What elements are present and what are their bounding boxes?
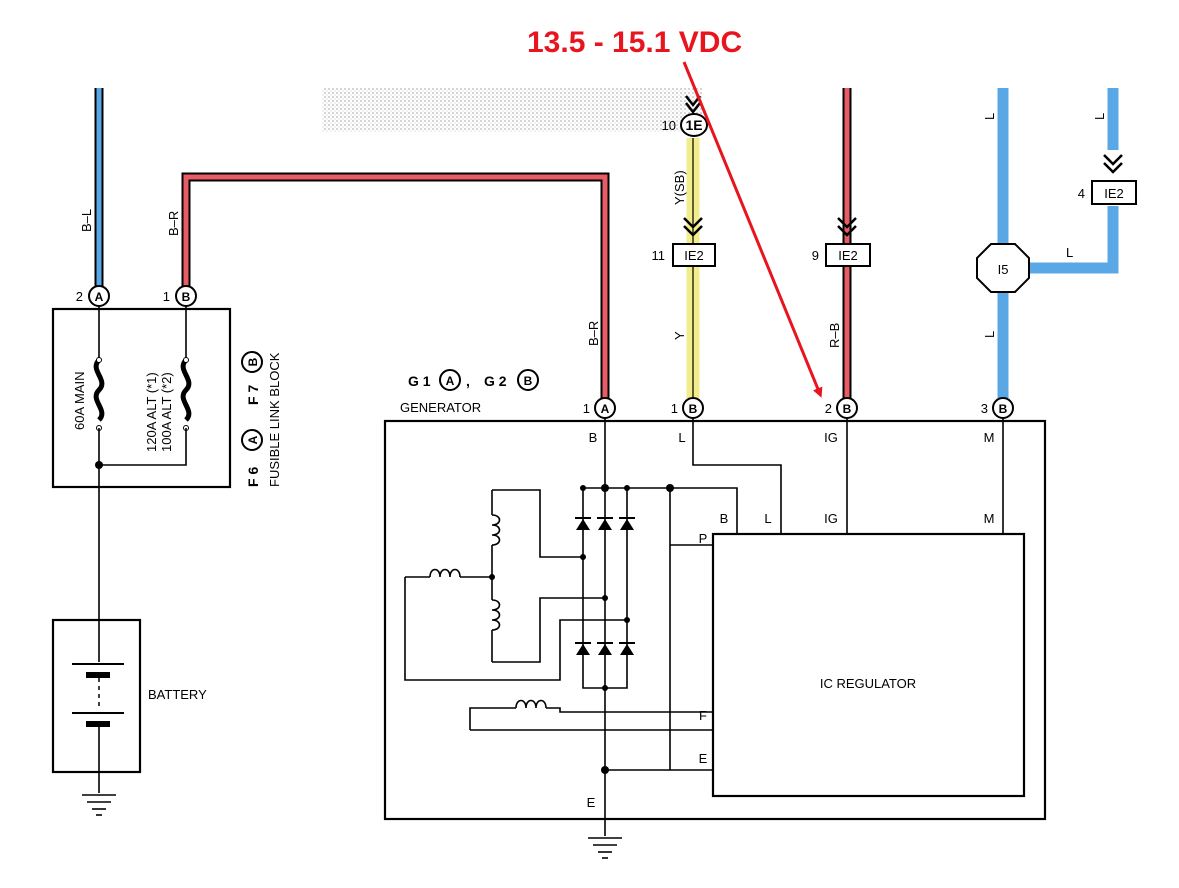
gen-pin-1b-letter: B <box>689 402 698 416</box>
connector-11-label: IE2 <box>684 248 704 263</box>
fusible-link-block: A 2 B 1 60A MAIN 120A ALT (*1) 100A ALT … <box>51 285 282 620</box>
regulator-term-m: M <box>984 511 995 526</box>
flb-title: FUSIBLE LINK BLOCK <box>267 352 282 487</box>
generator: G 1 A , G 2 B GENERATOR A 1 B B 1 L B 2 … <box>383 369 1047 859</box>
wire-label-y: Y <box>672 331 687 340</box>
regulator-title: IC REGULATOR <box>820 676 916 691</box>
regulator-term-ig: IG <box>824 511 838 526</box>
voltage-callout: 13.5 - 15.1 VDC <box>527 26 823 398</box>
connector-10-label: 1E <box>685 117 702 133</box>
flb-pin-b-letter: B <box>182 290 191 304</box>
flb-f6: F 6 <box>245 467 261 487</box>
flb-f7: F 7 <box>245 385 261 405</box>
generator-g2: G 2 <box>484 373 507 389</box>
wire-l <box>997 88 1119 398</box>
gen-pin-2b-term: IG <box>824 430 838 445</box>
flb-pin-a-num: 2 <box>76 289 83 304</box>
fuse-alt-1-label: 120A ALT (*1) <box>144 372 159 452</box>
gen-pin-1b-term: L <box>678 430 685 445</box>
gen-pin-1a-num: 1 <box>583 401 590 416</box>
junction-i5: I5 <box>976 243 1030 293</box>
fuse-alt-2-label: 100A ALT (*2) <box>159 372 174 452</box>
wire-label-l-lower: L <box>982 331 997 338</box>
connector-9-num: 9 <box>812 248 819 263</box>
halftone-noise <box>322 88 702 132</box>
gen-pin-1b-num: 1 <box>671 401 678 416</box>
wire-label-l-right-top: L <box>1092 113 1107 120</box>
generator-g2-letter: B <box>524 374 533 388</box>
flb-f6-letter: A <box>246 435 260 444</box>
rectifier-diodes <box>575 517 635 655</box>
wire-label-l-horizontal: L <box>1066 245 1073 260</box>
connector-11-num: 11 <box>652 248 666 263</box>
flb-pin-b-num: 1 <box>163 289 170 304</box>
regulator-term-l: L <box>764 511 771 526</box>
gen-pin-3b-term: M <box>984 430 995 445</box>
wire-label-b-r-left: B–R <box>166 211 181 236</box>
gen-pin-1a-term: B <box>589 430 598 445</box>
regulator-term-e: E <box>699 751 708 766</box>
gen-pin-3b: B 3 M <box>981 397 1014 445</box>
generator-title: GENERATOR <box>400 400 481 415</box>
gen-pin-2b: B 2 IG <box>824 397 858 445</box>
flb-f7-letter: B <box>246 357 260 366</box>
connector-10-num: 10 <box>662 118 676 133</box>
callout-text: 13.5 - 15.1 VDC <box>527 26 742 59</box>
connector-9-label: IE2 <box>838 248 858 263</box>
battery-ground-icon <box>82 794 116 816</box>
wire-label-b-r-right: B–R <box>586 321 601 346</box>
wire-label-b-l: B–L <box>79 209 94 232</box>
generator-g1-letter: A <box>446 374 455 388</box>
junction-i5-label: I5 <box>998 262 1009 277</box>
gen-pin-2b-letter: B <box>843 402 852 416</box>
connector-11: IE2 11 <box>652 217 716 267</box>
gen-pin-3b-num: 3 <box>981 401 988 416</box>
wire-label-y-sb: Y(SB) <box>672 170 687 205</box>
ic-regulator: IC REGULATOR B L IG M P F E <box>699 511 1026 798</box>
connector-10: 1E 10 <box>662 95 708 137</box>
battery: BATTERY <box>51 618 207 816</box>
regulator-term-f: F <box>699 708 707 723</box>
connector-4-label: IE2 <box>1104 186 1124 201</box>
wire-label-l-top: L <box>982 113 997 120</box>
connector-4-num: 4 <box>1078 186 1085 201</box>
gen-pin-1a-letter: A <box>601 402 610 416</box>
wire-label-r-b: R–B <box>827 323 842 348</box>
generator-sep: , <box>466 373 470 389</box>
gen-pin-1b: B 1 L <box>671 397 704 445</box>
connector-4: IE2 4 <box>1078 154 1137 205</box>
generator-g1: G 1 <box>408 373 431 389</box>
regulator-term-b: B <box>720 511 729 526</box>
fuse-main-label: 60A MAIN <box>72 371 87 430</box>
regulator-term-p: P <box>699 531 708 546</box>
gen-pin-2b-num: 2 <box>825 401 832 416</box>
flb-pin-a-letter: A <box>95 290 104 304</box>
stator-coils <box>405 490 501 662</box>
generator-ground-icon <box>588 837 622 859</box>
rotor-coil <box>469 699 713 731</box>
generator-e-label: E <box>587 795 596 810</box>
wire-b-r <box>181 172 610 398</box>
battery-label: BATTERY <box>148 687 207 702</box>
gen-pin-3b-letter: B <box>999 402 1008 416</box>
connector-9: IE2 9 <box>812 217 871 267</box>
